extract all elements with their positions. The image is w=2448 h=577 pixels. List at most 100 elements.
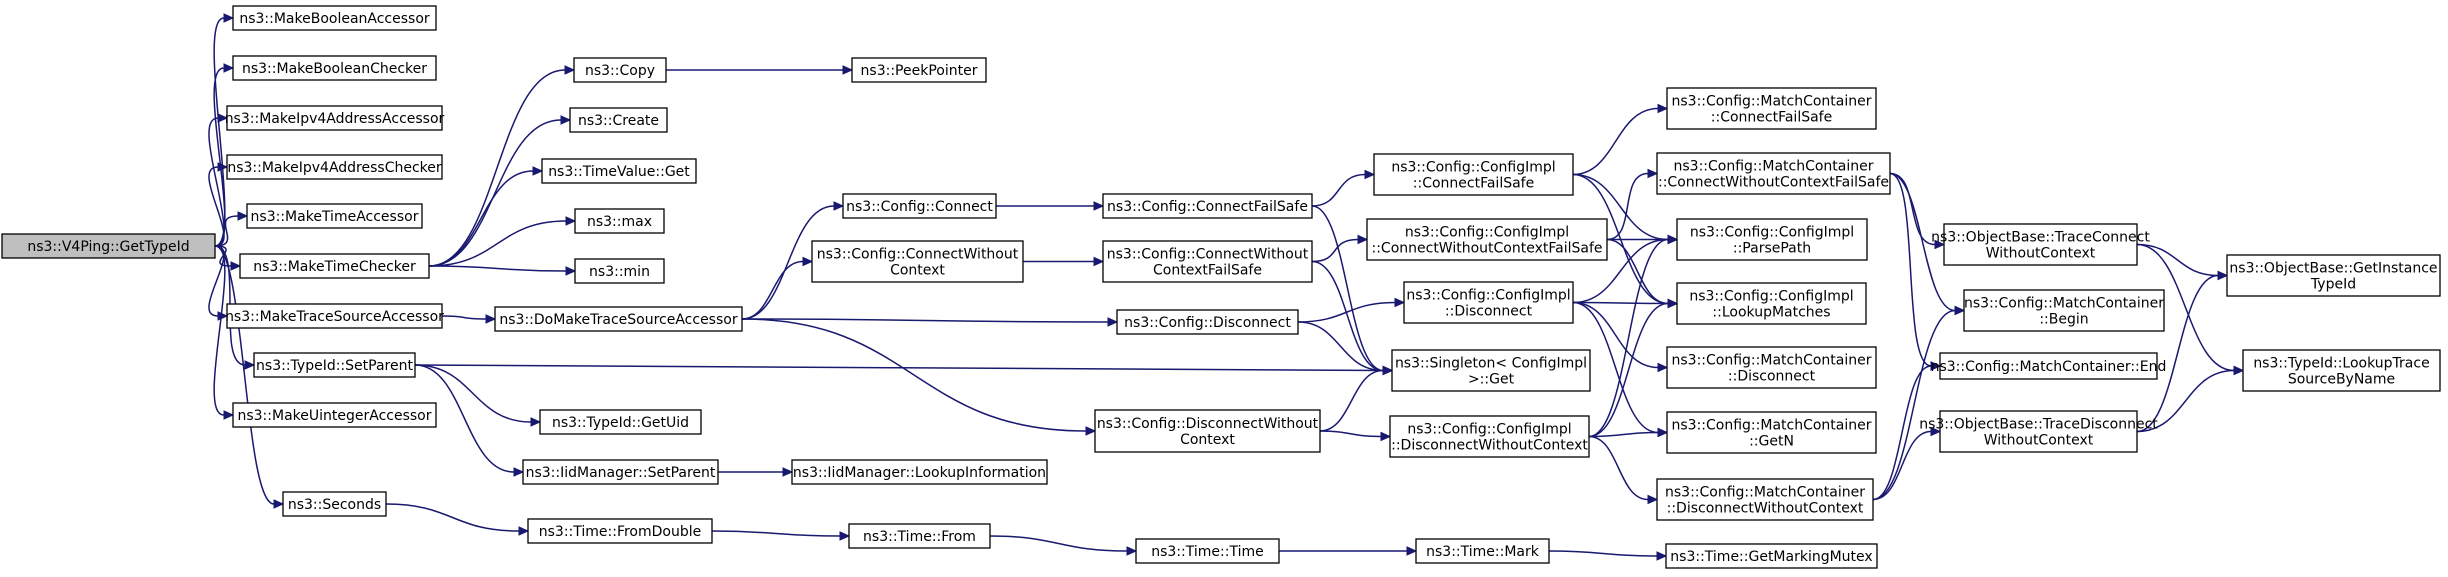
node-ccfs[interactable]: ns3::Config::ConnectFailSafe — [1102, 193, 1313, 219]
node-mcend[interactable]: ns3::Config::MatchContainer::End — [1931, 352, 2167, 380]
edge-line — [414, 364, 1384, 372]
node-mcdisc[interactable]: ns3::Config::MatchContainer::Disconnect — [1666, 346, 1877, 389]
edge-mtc-max — [428, 216, 577, 267]
arrowhead-icon — [565, 266, 577, 276]
node-box — [574, 208, 665, 234]
arrowhead-icon — [1930, 361, 1942, 371]
node-mcgetn[interactable]: ns3::Config::MatchContainer::GetN — [1666, 411, 1877, 454]
node-box — [1676, 282, 1867, 325]
node-tfrom[interactable]: ns3::Time::From — [848, 523, 991, 549]
node-box — [574, 258, 665, 284]
node-ccwcfs[interactable]: ns3::Config::ConnectWithoutContextFailSa… — [1102, 240, 1313, 283]
node-sec[interactable]: ns3::Seconds — [282, 491, 387, 517]
node-box — [539, 409, 702, 435]
node-max[interactable]: ns3::max — [574, 208, 665, 234]
node-cidwc[interactable]: ns3::Config::ConfigImpl::DisconnectWitho… — [1389, 415, 1590, 458]
node-cdwc[interactable]: ns3::Config::DisconnectWithoutContext — [1094, 409, 1321, 453]
arrowhead-icon — [1085, 426, 1097, 436]
node-label: ::Begin — [2039, 312, 2088, 328]
node-tisp[interactable]: ns3::TypeId::SetParent — [253, 352, 416, 378]
node-mccfs[interactable]: ns3::Config::MatchContainer::ConnectFail… — [1666, 87, 1877, 130]
edge-ccwcfs-ciccwcfs — [1311, 234, 1369, 263]
edge-line — [1311, 205, 1384, 372]
node-label: ns3::ObjectBase::TraceDisconnect — [1919, 417, 2158, 433]
edge-tmark-tgmm — [1548, 550, 1668, 561]
node-mcbegin[interactable]: ns3::Config::MatchContainer::Begin — [1963, 289, 2165, 332]
edge-tisp-singget — [414, 364, 1394, 376]
node-miaa[interactable]: ns3::MakeIpv4AddressAccessor — [225, 105, 445, 131]
node-label: ns3::Config::ConnectFailSafe — [1107, 199, 1308, 215]
edge-cidwc-mcdwc — [1588, 435, 1659, 505]
arrowhead-icon — [1647, 494, 1659, 505]
node-box — [1102, 193, 1313, 219]
node-peek[interactable]: ns3::PeekPointer — [851, 57, 987, 83]
node-label: Context — [1180, 432, 1235, 448]
node-mtsa[interactable]: ns3::MakeTraceSourceAccessor — [225, 303, 444, 329]
node-miac[interactable]: ns3::MakeIpv4AddressChecker — [226, 154, 443, 180]
edge-iidsp-iidli — [718, 467, 794, 477]
node-iidli[interactable]: ns3::IidManager::LookupInformation — [791, 459, 1048, 485]
node-box — [1094, 409, 1321, 453]
edge-line — [414, 364, 532, 423]
node-obtdwc[interactable]: ns3::ObjectBase::TraceDisconnectWithoutC… — [1919, 410, 2158, 453]
edge-line — [711, 530, 841, 537]
node-ciccfs[interactable]: ns3::Config::ConfigImpl::ConnectFailSafe — [1373, 153, 1574, 196]
arrowhead-icon — [1364, 169, 1376, 180]
edge-dmtsa-cdisc — [741, 317, 1119, 327]
node-cilm[interactable]: ns3::Config::ConfigImpl::LookupMatches — [1676, 282, 1867, 325]
node-box — [848, 523, 991, 549]
arrowhead-icon — [1382, 365, 1394, 376]
node-cipp[interactable]: ns3::Config::ConfigImpl::ParsePath — [1676, 218, 1868, 261]
edges-layer — [208, 13, 2245, 561]
node-label: ::ParsePath — [1733, 241, 1811, 257]
node-label: ::Disconnect — [1728, 369, 1816, 385]
node-iidsp[interactable]: ns3::IidManager::SetParent — [522, 459, 719, 485]
node-label: ::GetN — [1749, 434, 1794, 450]
edge-root-mta — [214, 211, 249, 247]
edge-line — [1588, 238, 1669, 438]
node-mcdwc[interactable]: ns3::Config::MatchContainer::DisconnectW… — [1656, 478, 1874, 521]
edge-line — [1889, 172, 1936, 246]
node-tgmm[interactable]: ns3::Time::GetMarkingMutex — [1665, 543, 1878, 569]
node-copy[interactable]: ns3::Copy — [573, 57, 667, 83]
edge-mccwcfs-mcend — [1889, 172, 1942, 371]
node-tvget[interactable]: ns3::TimeValue::Get — [541, 158, 697, 184]
node-dmtsa[interactable]: ns3::DoMakeTraceSourceAccessor — [494, 306, 743, 332]
edge-mtc-create — [428, 115, 572, 267]
node-box — [1391, 349, 1591, 392]
node-mtc[interactable]: ns3::MakeTimeChecker — [239, 253, 430, 279]
node-mccwcfs[interactable]: ns3::Config::MatchContainer::ConnectWith… — [1656, 152, 1891, 195]
node-create[interactable]: ns3::Create — [569, 107, 668, 133]
edge-dmtsa-cdwc — [741, 318, 1097, 436]
node-getuid[interactable]: ns3::TypeId::GetUid — [539, 409, 702, 435]
node-label: ns3::Config::Connect — [846, 199, 993, 215]
edge-line — [1311, 238, 1359, 263]
node-label: ns3::Config::MatchContainer — [1672, 418, 1872, 434]
node-tfd[interactable]: ns3::Time::FromDouble — [527, 518, 713, 544]
node-mua[interactable]: ns3::MakeUintegerAccessor — [232, 402, 437, 428]
node-ccwc[interactable]: ns3::Config::ConnectWithoutContext — [811, 240, 1024, 283]
node-cconn[interactable]: ns3::Config::Connect — [842, 193, 997, 219]
arrowhead-icon — [2233, 365, 2245, 376]
node-cidisc[interactable]: ns3::Config::ConfigImpl::Disconnect — [1403, 281, 1574, 324]
node-ttime[interactable]: ns3::Time::Time — [1135, 538, 1280, 564]
node-box — [1656, 478, 1874, 521]
node-label: ns3::MakeIpv4AddressChecker — [227, 160, 442, 176]
node-ciccwcfs[interactable]: ns3::Config::ConfigImpl::ConnectWithoutC… — [1366, 218, 1608, 261]
node-obtcwc[interactable]: ns3::ObjectBase::TraceConnectWithoutCont… — [1931, 223, 2150, 266]
node-cdisc[interactable]: ns3::Config::Disconnect — [1116, 309, 1299, 335]
node-singget[interactable]: ns3::Singleton< ConfigImpl>::Get — [1391, 349, 1591, 392]
node-root[interactable]: ns3::V4Ping::GetTypeId — [1, 233, 216, 259]
edge-line — [208, 117, 225, 247]
node-tmark[interactable]: ns3::Time::Mark — [1415, 538, 1550, 564]
node-box — [522, 459, 719, 485]
node-min[interactable]: ns3::min — [574, 258, 665, 284]
node-mbc[interactable]: ns3::MakeBooleanChecker — [232, 55, 437, 81]
node-mba[interactable]: ns3::MakeBooleanAccessor — [232, 5, 437, 31]
node-label: ns3::MakeTimeAccessor — [251, 209, 419, 225]
node-mta[interactable]: ns3::MakeTimeAccessor — [246, 203, 423, 229]
edge-line — [1606, 238, 1669, 305]
